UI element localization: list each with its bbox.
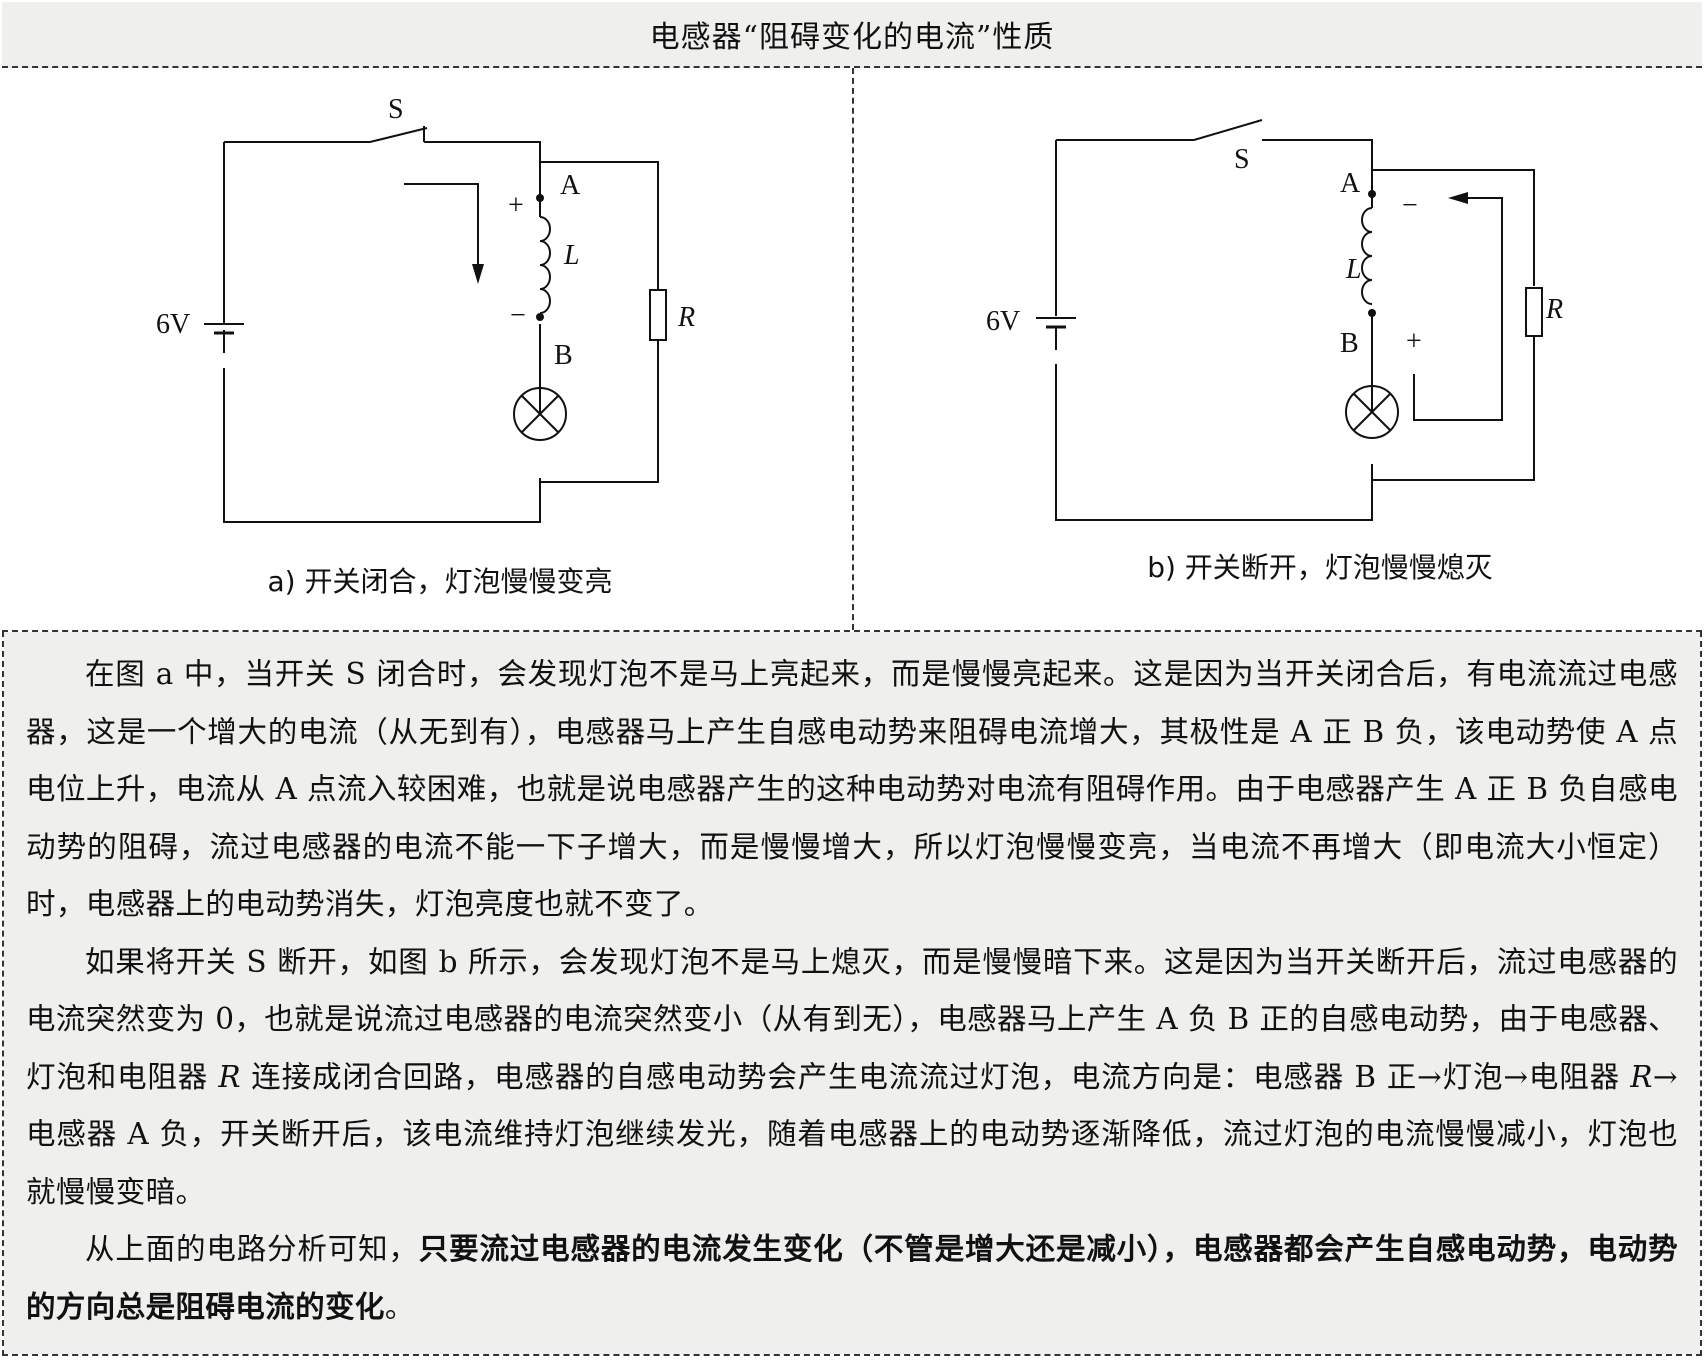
plus-b: + xyxy=(1406,326,1422,357)
node-b-label-b: B xyxy=(1340,328,1359,359)
resistor-a xyxy=(649,289,667,341)
resistor-symbol: R xyxy=(218,1059,242,1094)
wire-b-top xyxy=(1056,119,1373,194)
switch-a-label: S xyxy=(388,94,404,125)
lamp-a xyxy=(513,387,567,441)
switch-b-label: S xyxy=(1234,144,1250,175)
section-divider xyxy=(2,630,1702,632)
battery-b-label: 6V xyxy=(986,306,1020,337)
node-a-label-b: A xyxy=(1340,168,1361,199)
lamp-b xyxy=(1345,385,1399,439)
resistor-a-label: R xyxy=(677,302,695,333)
wire-b-right xyxy=(1371,169,1535,498)
arrowhead-b xyxy=(1448,192,1468,204)
explanation-text: 在图 a 中，当开关 S 闭合时，会发现灯泡不是马上亮起来，而是慢慢亮起来。这是… xyxy=(4,632,1700,1354)
current-arrow-b xyxy=(1413,197,1503,421)
key-conclusion: 只要流过电感器的电流发生变化（不管是增大还是减小），电感器都会产生自感电动势，电… xyxy=(26,1232,1678,1324)
resistor-b xyxy=(1525,287,1543,337)
battery-a-label: 6V xyxy=(156,309,190,340)
node-b-label-a: B xyxy=(554,340,573,371)
node-a-label-a: A xyxy=(560,170,581,201)
plus-a: + xyxy=(508,190,524,221)
inductor-b-label: L xyxy=(1345,254,1362,285)
figure-b-caption: b) 开关断开，灯泡慢慢熄灭 xyxy=(1147,551,1493,584)
inductor-a xyxy=(539,216,551,314)
resistor-b-label: R xyxy=(1545,294,1563,325)
paragraph-3: 从上面的电路分析可知，只要流过电感器的电流发生变化（不管是增大还是减小），电感器… xyxy=(26,1232,1678,1324)
wire-a-left xyxy=(223,142,541,523)
minus-a: − xyxy=(510,300,526,331)
wire-b-left xyxy=(1055,140,1373,521)
current-arrow-a xyxy=(404,183,479,278)
resistor-symbol: R xyxy=(1630,1059,1653,1094)
minus-b: − xyxy=(1402,190,1418,221)
inductor-a-label: L xyxy=(563,240,580,271)
circuit-b: S A − L B + R 6V xyxy=(986,119,1563,521)
circuit-a: S A + L − B R 6V xyxy=(156,94,695,523)
inductor-b xyxy=(1361,207,1373,305)
wire-a-top xyxy=(224,127,541,198)
paragraph-1: 在图 a 中，当开关 S 闭合时，会发现灯泡不是马上亮起来，而是慢慢亮起来。这是… xyxy=(26,657,1678,921)
page-title: 电感器“阻碍变化的电流”性质 xyxy=(2,2,1702,68)
paragraph-2: 如果将开关 S 断开，如图 b 所示，会发现灯泡不是马上熄灭，而是慢慢暗下来。这… xyxy=(26,944,1678,1209)
figure-divider xyxy=(852,68,854,630)
arrowhead-a xyxy=(472,264,484,284)
figure-a-caption: a) 开关闭合，灯泡慢慢变亮 xyxy=(267,565,613,598)
wire-a-right xyxy=(539,161,659,502)
